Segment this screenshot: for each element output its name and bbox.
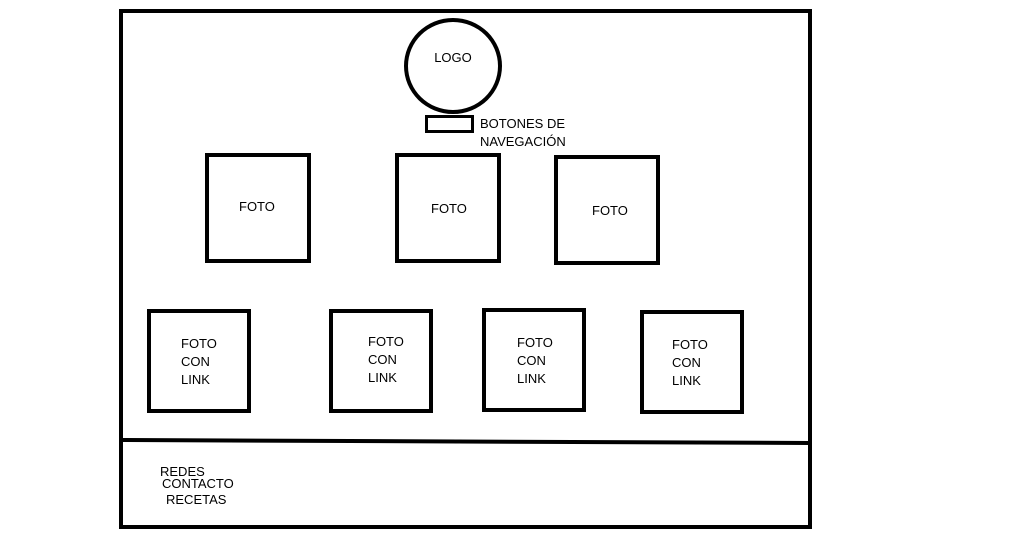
linked-photo-line-1: FOTO (368, 334, 404, 349)
linked-photo-line-2: CON (181, 354, 210, 369)
photo-label: FOTO (431, 201, 467, 216)
photo-box-1: FOTO (205, 153, 311, 263)
linked-photo-line-3: LINK (517, 371, 546, 386)
linked-photo-line-3: LINK (181, 372, 210, 387)
photo-label: FOTO (592, 203, 628, 218)
logo-placeholder[interactable]: LOGO (404, 18, 502, 114)
footer-item-recetas[interactable]: RECETAS (166, 492, 227, 507)
linked-photo-line-1: FOTO (672, 337, 708, 352)
photo-box-2: FOTO (395, 153, 501, 263)
linked-photo-line-2: CON (672, 355, 701, 370)
linked-photo-box-4[interactable]: FOTO CON LINK (640, 310, 744, 414)
navigation-buttons[interactable] (425, 115, 474, 133)
linked-photo-line-3: LINK (368, 370, 397, 385)
linked-photo-box-1[interactable]: FOTO CON LINK (147, 309, 251, 413)
linked-photo-label: FOTO CON LINK (368, 333, 428, 387)
linked-photo-line-3: LINK (672, 373, 701, 388)
footer-item-contacto[interactable]: CONTACTO (162, 476, 234, 491)
linked-photo-label: FOTO CON LINK (672, 336, 732, 390)
photo-box-3: FOTO (554, 155, 660, 265)
linked-photo-label: FOTO CON LINK (181, 335, 241, 389)
linked-photo-box-2[interactable]: FOTO CON LINK (329, 309, 433, 413)
linked-photo-box-3[interactable]: FOTO CON LINK (482, 308, 586, 412)
linked-photo-line-2: CON (517, 353, 546, 368)
linked-photo-line-1: FOTO (517, 335, 553, 350)
logo-label: LOGO (434, 50, 472, 65)
photo-label: FOTO (239, 199, 275, 214)
linked-photo-line-1: FOTO (181, 336, 217, 351)
linked-photo-line-2: CON (368, 352, 397, 367)
footer-item-redes[interactable]: REDES (160, 464, 205, 479)
navigation-label: BOTONES DE NAVEGACIÓN (480, 116, 566, 149)
page-frame (119, 9, 812, 529)
linked-photo-label: FOTO CON LINK (517, 334, 577, 388)
